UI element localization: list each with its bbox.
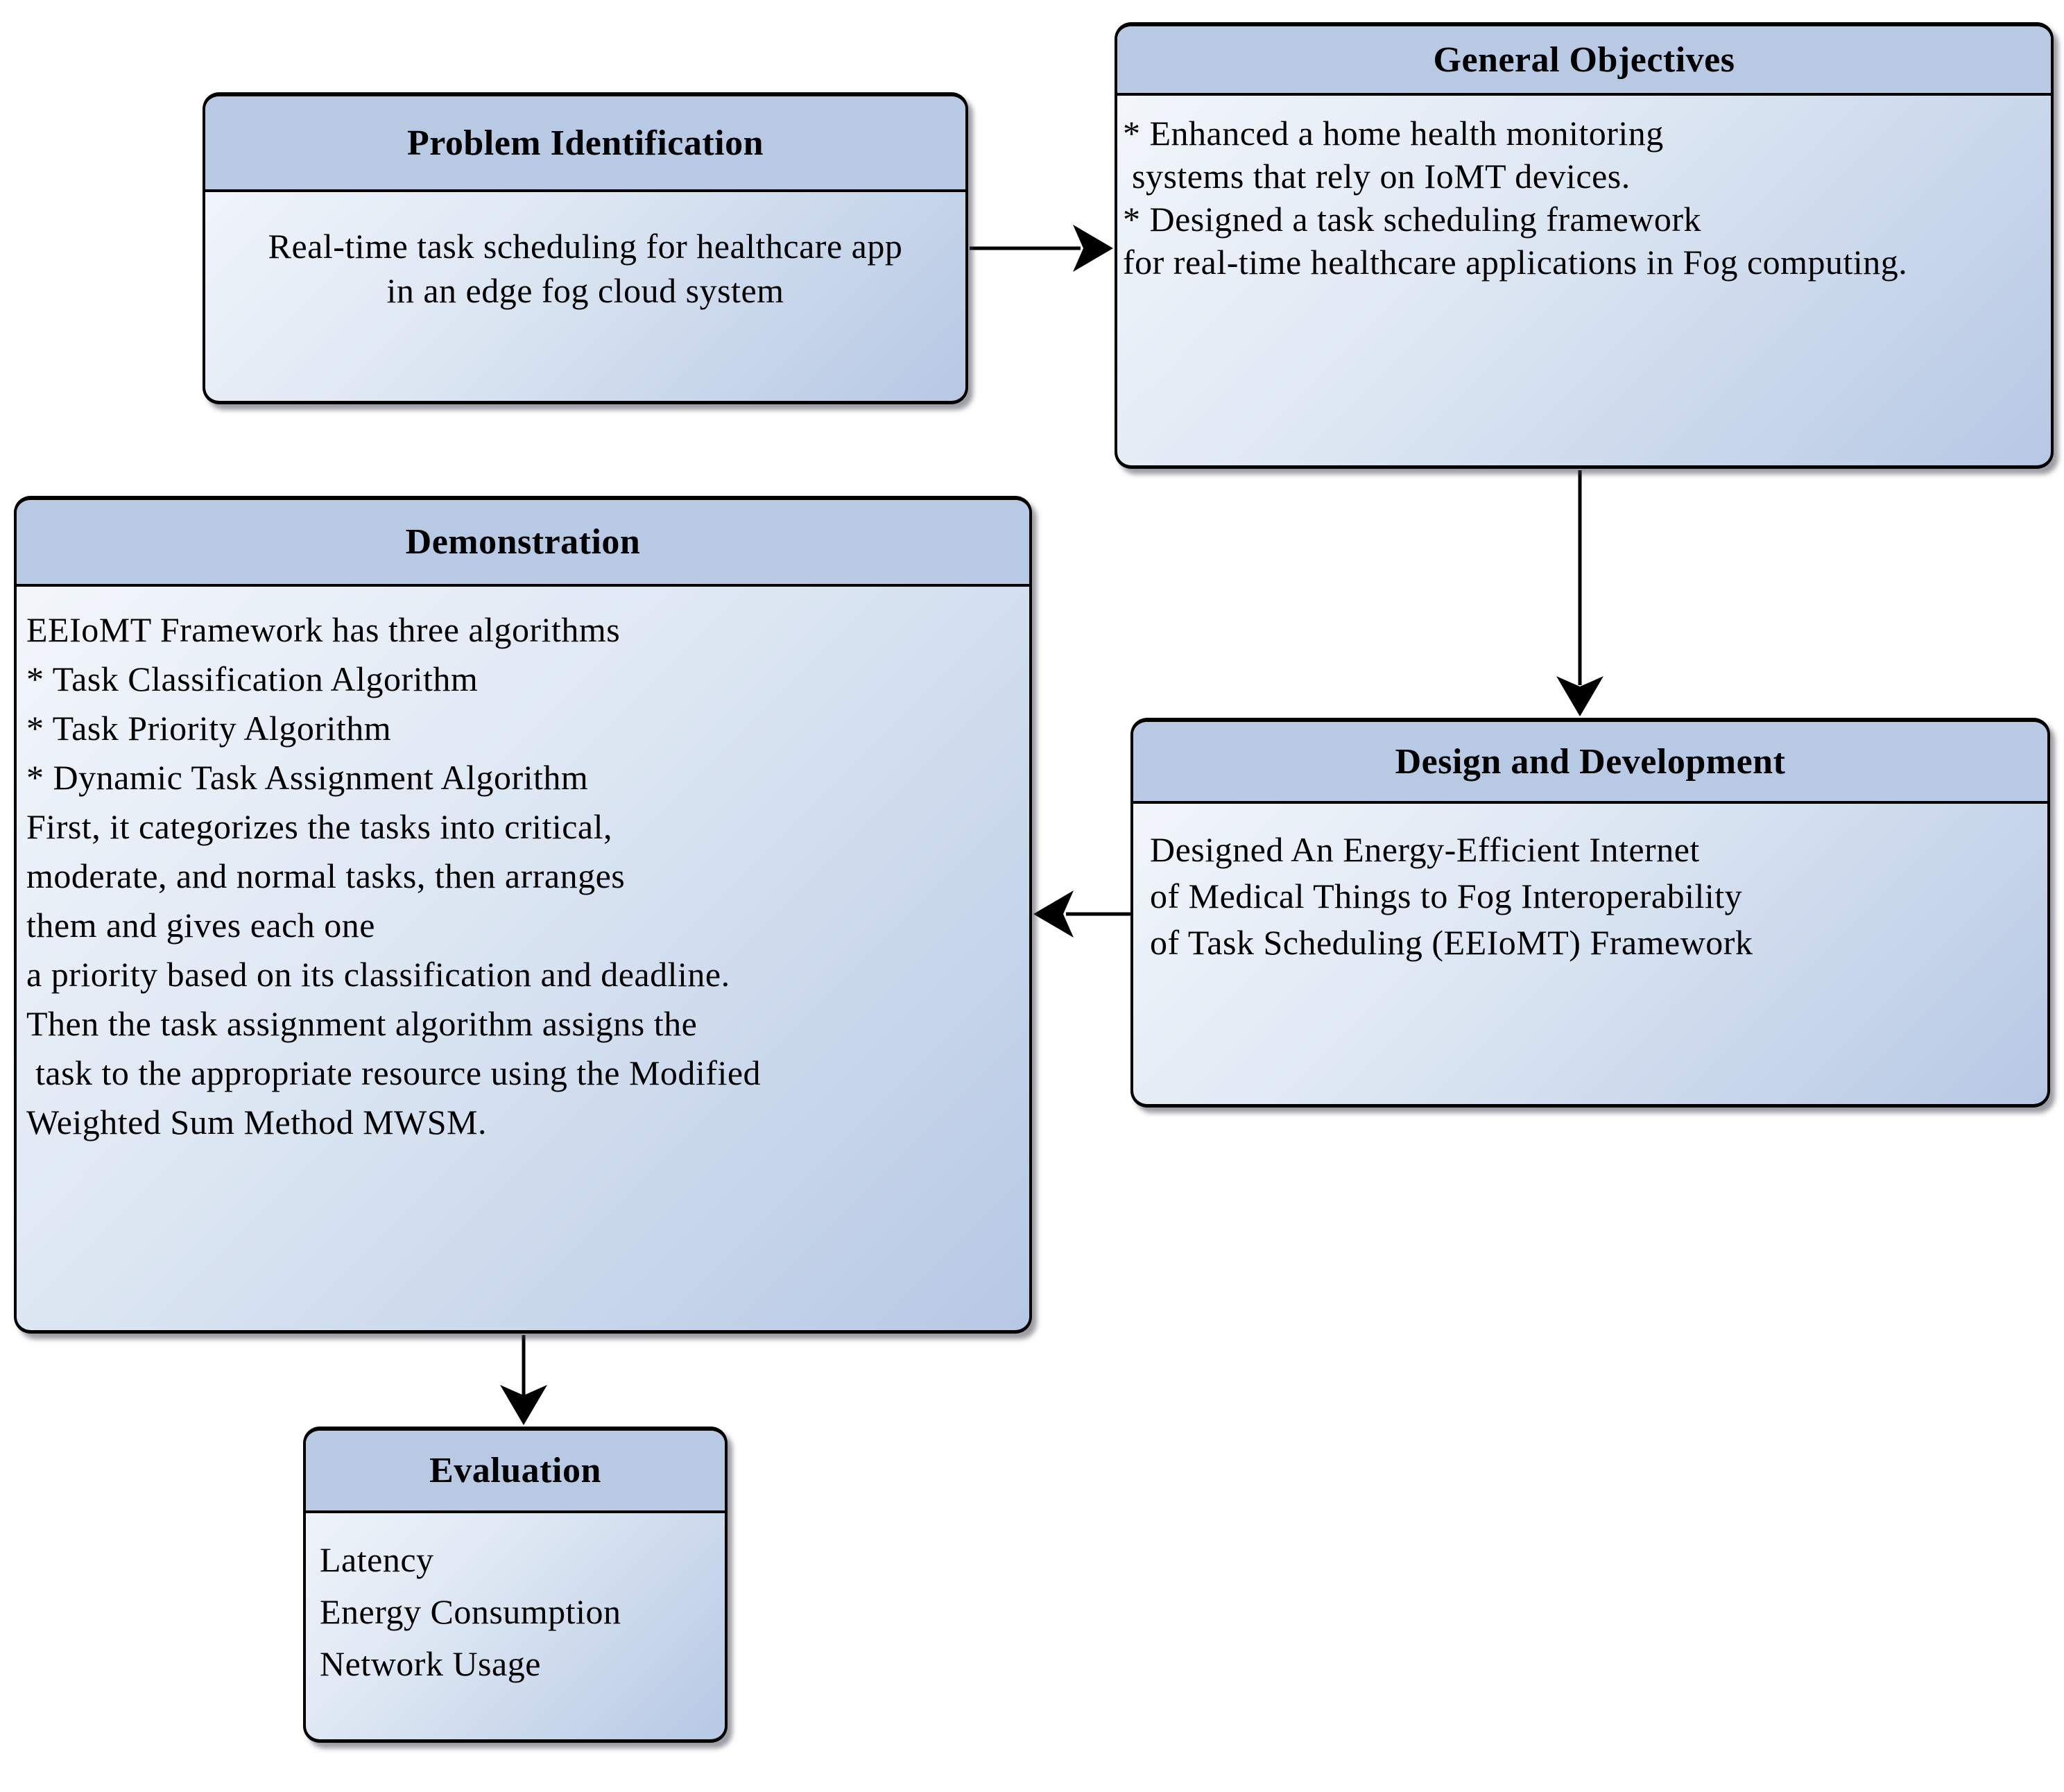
text-line: task to the appropriate resource using t… [26,1053,762,1092]
box-demonstration: Demonstration EEIoMT Framework has three… [14,496,1032,1334]
connector-demonstration-to-evaluation [500,1335,547,1425]
box-demonstration-title: Demonstration [405,522,641,562]
text-line: Latency [320,1540,434,1579]
text-line: * Dynamic Task Assignment Algorithm [26,758,589,797]
box-problem-identification: Problem Identification Real-time task sc… [203,92,968,404]
text-line: of Medical Things to Fog Interoperabilit… [1150,877,1743,915]
box-problem-identification-body: Real-time task scheduling for healthcare… [205,192,965,313]
box-demonstration-body: EEIoMT Framework has three algorithms * T… [17,587,1029,1147]
text-line: * Designed a task scheduling framework [1123,200,1702,239]
box-general-objectives-title: General Objectives [1433,40,1735,80]
box-demonstration-header: Demonstration [17,500,1029,587]
connector-design-to-demonstration [1033,890,1133,938]
box-problem-identification-header: Problem Identification [205,96,965,192]
text-line: moderate, and normal tasks, then arrange… [26,856,626,895]
box-problem-identification-title: Problem Identification [406,123,764,163]
box-design-and-development-title: Design and Development [1395,741,1786,782]
box-general-objectives-header: General Objectives [1117,26,2051,96]
text-line: Real-time task scheduling for healthcare… [268,227,903,266]
text-line: Weighted Sum Method MWSM. [26,1103,488,1141]
connector-objectives-to-design [1556,470,1603,716]
text-line: Network Usage [320,1644,541,1683]
text-line: Energy Consumption [320,1592,621,1631]
box-evaluation-title: Evaluation [429,1451,601,1490]
text-line: of Task Scheduling (EEIoMT) Framework [1150,923,1753,962]
box-design-and-development: Design and Development Designed An Energ… [1130,718,2050,1108]
text-line: * Task Priority Algorithm [26,709,392,748]
text-line: a priority based on its classification a… [26,955,730,994]
text-line: for real-time healthcare applications in… [1123,243,1908,282]
box-general-objectives-body: * Enhanced a home health monitoring syst… [1117,96,2051,284]
box-design-and-development-header: Design and Development [1133,722,2047,804]
box-design-and-development-body: Designed An Energy-Efficient Internet of … [1133,804,2047,966]
connector-problem-to-objectives [970,225,1113,272]
text-line: Designed An Energy-Efficient Internet [1150,830,1700,869]
text-line: them and gives each one [26,906,375,945]
box-evaluation-header: Evaluation [306,1431,725,1513]
box-general-objectives: General Objectives * Enhanced a home hea… [1115,22,2054,469]
text-line: EEIoMT Framework has three algorithms [26,610,621,649]
text-line: * Enhanced a home health monitoring [1123,114,1664,153]
text-line: systems that rely on IoMT devices. [1123,157,1631,196]
text-line: First, it categorizes the tasks into cri… [26,807,612,846]
text-line: Then the task assignment algorithm assig… [26,1004,698,1043]
text-line: in an edge fog cloud system [386,271,784,310]
text-line: * Task Classification Algorithm [26,660,479,698]
